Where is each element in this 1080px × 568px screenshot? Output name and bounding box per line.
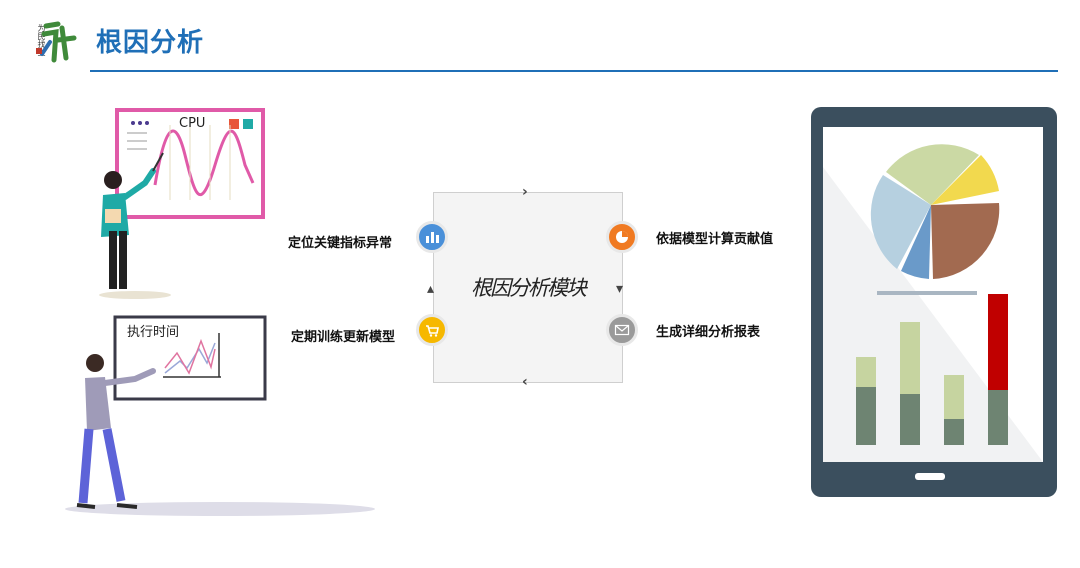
step-3-circle [416, 314, 448, 346]
pie-chart-icon [616, 231, 628, 243]
presenter-cpu-illustration [99, 108, 265, 299]
step-4-circle [606, 314, 638, 346]
presenter-time-illustration [65, 315, 375, 516]
module-label: 根因分析模块 [471, 276, 587, 300]
logo-mark-icon [36, 21, 77, 63]
bar-chart-icon [426, 232, 439, 243]
step-2-circle [606, 221, 638, 253]
mail-icon [614, 324, 630, 336]
arrow-left-icon: ‹ [522, 374, 528, 390]
root-cause-module-box [433, 192, 623, 383]
step-1-label: 定位关键指标异常 [288, 236, 393, 251]
time-board-label: 执行时间 [127, 325, 180, 340]
cart-icon [426, 324, 439, 337]
logo-text: 为民找生 [37, 24, 46, 56]
tablet-dashboard-illustration [811, 107, 1057, 497]
step-4-label: 生成详细分析报表 [656, 325, 761, 340]
step-3-label: 定期训练更新模型 [291, 330, 396, 345]
page-title: 根因分析 [96, 28, 205, 58]
cpu-board-label: CPU [179, 116, 206, 131]
title-divider [90, 70, 1058, 72]
logo: 为民找生 [8, 18, 78, 66]
arrow-down-icon: ▾ [616, 281, 624, 297]
step-2-label: 依据模型计算贡献值 [656, 232, 774, 247]
arrow-up-icon: ▴ [427, 281, 435, 297]
step-1-circle [416, 221, 448, 253]
arrow-right-icon: › [522, 184, 528, 200]
